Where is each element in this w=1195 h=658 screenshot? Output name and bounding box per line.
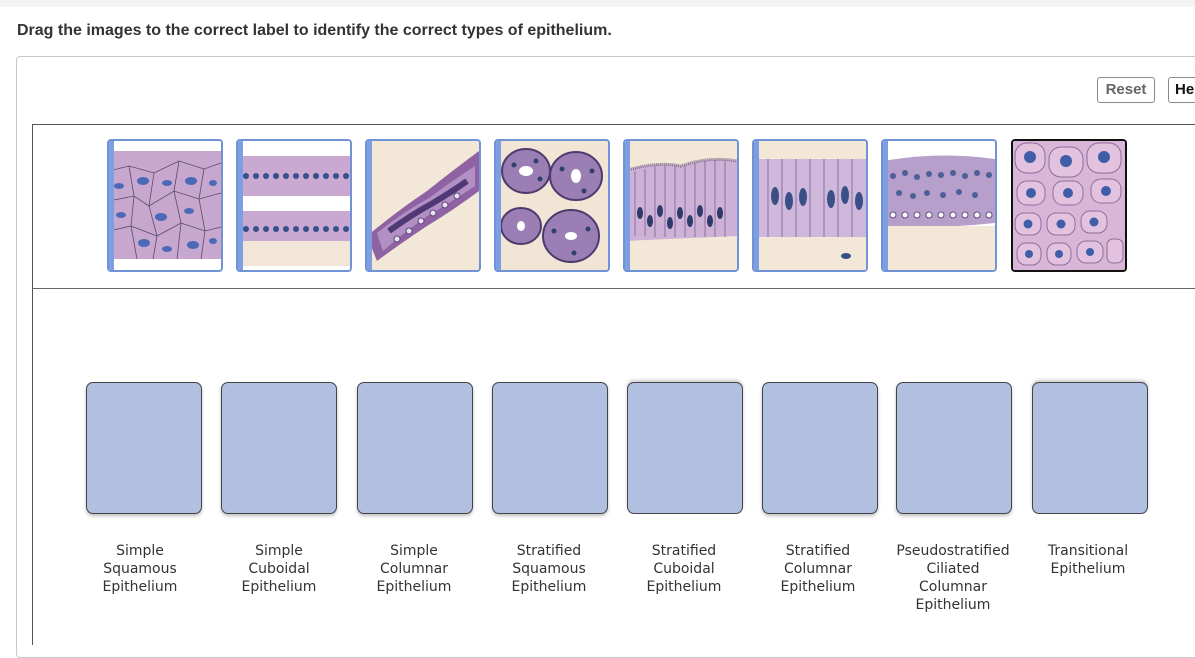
simple-columnar-tube-image (367, 141, 479, 270)
drop-zone-simple-columnar[interactable] (357, 382, 473, 514)
label-simple-squamous: Simple Squamous Epithelium (102, 543, 178, 595)
tile-transitional[interactable] (1011, 139, 1127, 272)
drop-zone-transitional[interactable] (1032, 382, 1148, 514)
simple-cuboidal-image (238, 141, 350, 270)
simple-squamous-image (109, 141, 221, 270)
label-stratified-columnar: Stratified Columnar Epithelium (780, 543, 856, 595)
top-bar (0, 0, 1195, 7)
label-pseudostratified: Pseudostratified Ciliated Columnar Epith… (896, 543, 1010, 613)
tile-pseudostratified-ciliated[interactable] (623, 139, 739, 272)
transitional-image (1013, 141, 1125, 270)
instruction-text: Drag the images to the correct label to … (17, 22, 612, 39)
tile-simple-squamous[interactable] (107, 139, 223, 272)
drop-zone-pseudostratified[interactable] (896, 382, 1012, 514)
canvas-divider (32, 288, 1195, 289)
tile-simple-cuboidal[interactable] (236, 139, 352, 272)
tile-stratified-squamous-rings[interactable] (494, 139, 610, 272)
tile-simple-columnar-tube[interactable] (365, 139, 481, 272)
label-transitional: Transitional Epithelium (1047, 543, 1129, 577)
tile-stratified-layers[interactable] (881, 139, 997, 272)
drop-zone-stratified-columnar[interactable] (762, 382, 878, 514)
stratified-layers-image (883, 141, 995, 270)
drop-zone-stratified-cuboidal[interactable] (627, 382, 743, 514)
tile-simple-columnar[interactable] (752, 139, 868, 272)
help-button[interactable]: He (1168, 77, 1195, 103)
reset-button[interactable]: Reset (1097, 77, 1155, 103)
stratified-squamous-rings-image (496, 141, 608, 270)
drop-zone-simple-cuboidal[interactable] (221, 382, 337, 514)
label-stratified-squamous: Stratified Squamous Epithelium (511, 543, 587, 595)
label-simple-columnar: Simple Columnar Epithelium (376, 543, 452, 595)
pseudostratified-ciliated-image (625, 141, 737, 270)
simple-columnar-image (754, 141, 866, 270)
label-simple-cuboidal: Simple Cuboidal Epithelium (241, 543, 317, 595)
label-stratified-cuboidal: Stratified Cuboidal Epithelium (646, 543, 722, 595)
drag-drop-canvas (32, 124, 1195, 645)
drop-zone-stratified-squamous[interactable] (492, 382, 608, 514)
drop-zone-simple-squamous[interactable] (86, 382, 202, 514)
